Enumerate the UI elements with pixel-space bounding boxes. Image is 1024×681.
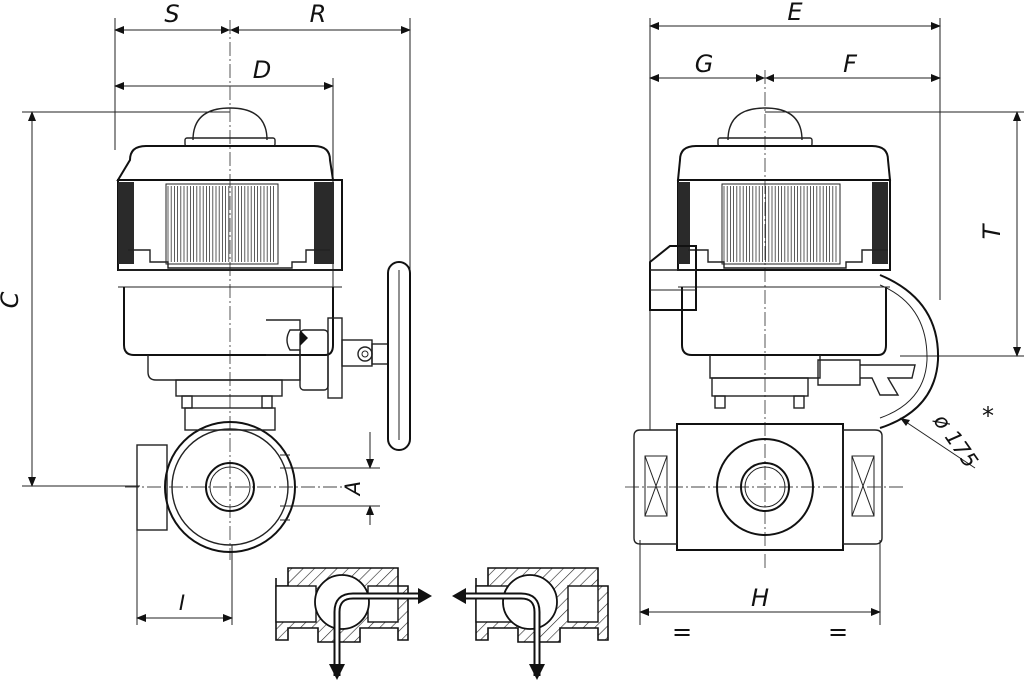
label-d: D <box>253 56 271 84</box>
label-i: I <box>179 591 185 615</box>
label-e: E <box>787 0 803 26</box>
actuator-housing <box>116 145 343 409</box>
label-equal-right: = <box>828 618 848 646</box>
label-r: R <box>310 0 327 28</box>
valve-body-front <box>136 407 296 553</box>
label-g: G <box>695 50 714 78</box>
dimension-h: H = = <box>639 540 881 646</box>
manual-override-handwheel <box>266 261 411 451</box>
flow-section-left <box>275 567 432 680</box>
label-a: A <box>341 481 365 497</box>
dimension-wheel-diameter: ø 175 * <box>899 402 994 472</box>
front-view: S R D C A I <box>0 0 411 625</box>
label-f: F <box>843 50 858 78</box>
label-equal-left: = <box>672 618 692 646</box>
cooling-fins <box>165 183 279 265</box>
flow-section-right <box>452 567 609 680</box>
label-asterisk: * <box>982 402 994 430</box>
valve-body-side <box>633 423 883 551</box>
dimension-e: E <box>649 0 941 430</box>
dimension-s-r: S R <box>114 0 411 440</box>
label-c: C <box>0 291 24 308</box>
dimension-a: A <box>280 432 380 525</box>
dimension-t: T <box>765 111 1024 357</box>
dimension-g-f: G F <box>649 50 941 82</box>
label-h: H <box>751 584 769 612</box>
dimension-d: D <box>114 56 334 318</box>
side-view: E G F T H = = ø 175 * <box>625 0 1024 646</box>
label-t: T <box>978 222 1006 239</box>
actuator-housing-side <box>649 145 940 429</box>
dimension-c: C <box>0 111 230 487</box>
label-s: S <box>164 0 179 28</box>
dimension-i: I <box>136 530 233 625</box>
label-wheel-diameter: ø 175 <box>928 409 982 472</box>
